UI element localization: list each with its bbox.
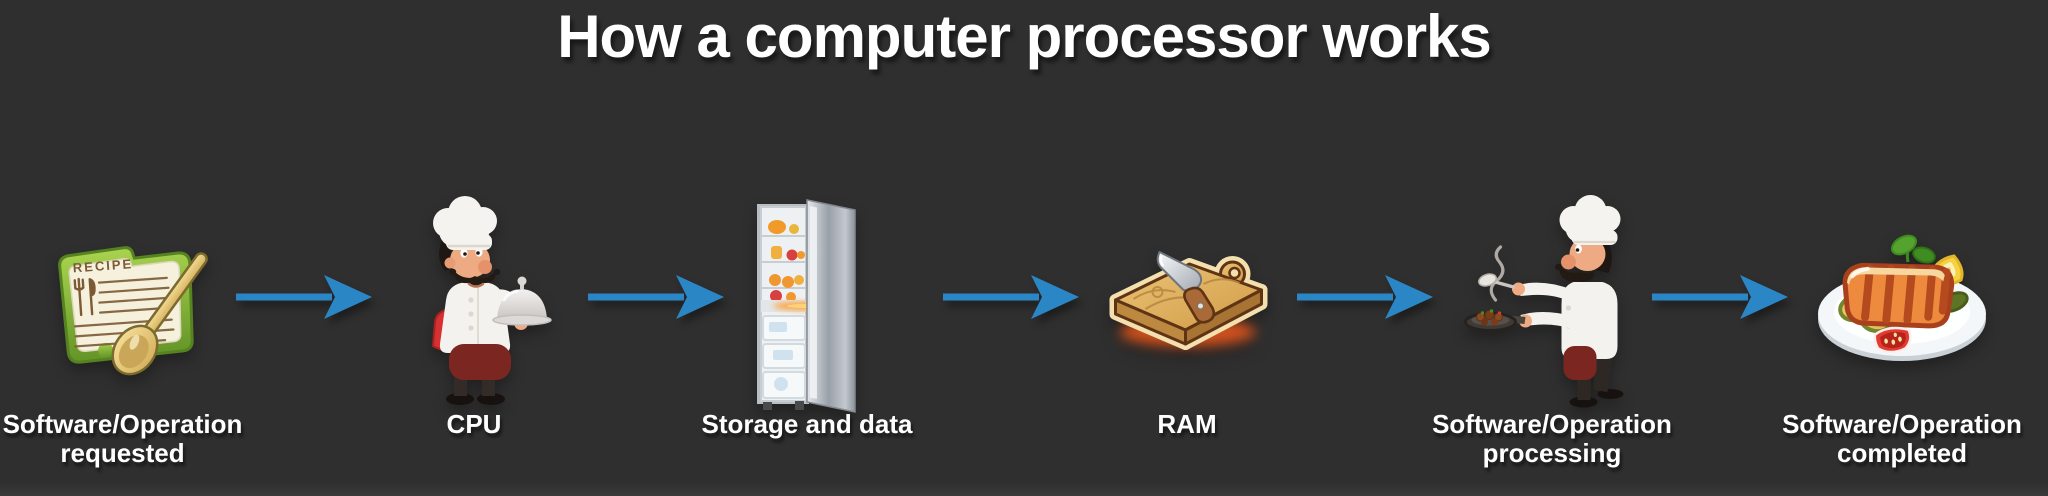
step-storage: Storage and data <box>687 0 927 496</box>
step-label: RAM <box>1157 409 1217 439</box>
flow-arrow-icon <box>943 272 1079 322</box>
wooden-spoon <box>110 252 208 376</box>
chef-serving-dish-icon <box>394 196 554 408</box>
recipe-card-icon: RECIPE <box>43 236 208 386</box>
step-software-requested: RECIPE Software/O <box>0 0 245 496</box>
flow-arrow-icon <box>236 272 372 322</box>
flow-arrow-icon <box>588 272 724 322</box>
refrigerator-icon <box>747 196 867 418</box>
recipe-card-title: RECIPE <box>72 256 133 275</box>
chef-cooking-pan-icon <box>1460 195 1645 410</box>
step-label: Software/Operation requested <box>2 409 243 468</box>
step-ram: RAM <box>1067 0 1307 496</box>
page-title: How a computer processor works <box>557 3 1492 70</box>
cutting-board-with-knife-icon <box>1100 242 1275 357</box>
step-label: CPU <box>446 409 502 439</box>
step-cpu: CPU <box>374 0 574 496</box>
step-completed: Software/Operation completed <box>1774 0 2030 496</box>
flow-arrow-icon <box>1297 272 1433 322</box>
plated-salmon-dish-icon <box>1812 222 1992 372</box>
flow-arrow-icon <box>1652 272 1788 322</box>
step-processing: Software/Operation processing <box>1424 0 1680 496</box>
step-label: Software/Operation processing <box>1432 409 1672 468</box>
step-label: Software/Operation completed <box>1782 409 2022 468</box>
step-label: Storage and data <box>701 409 913 439</box>
